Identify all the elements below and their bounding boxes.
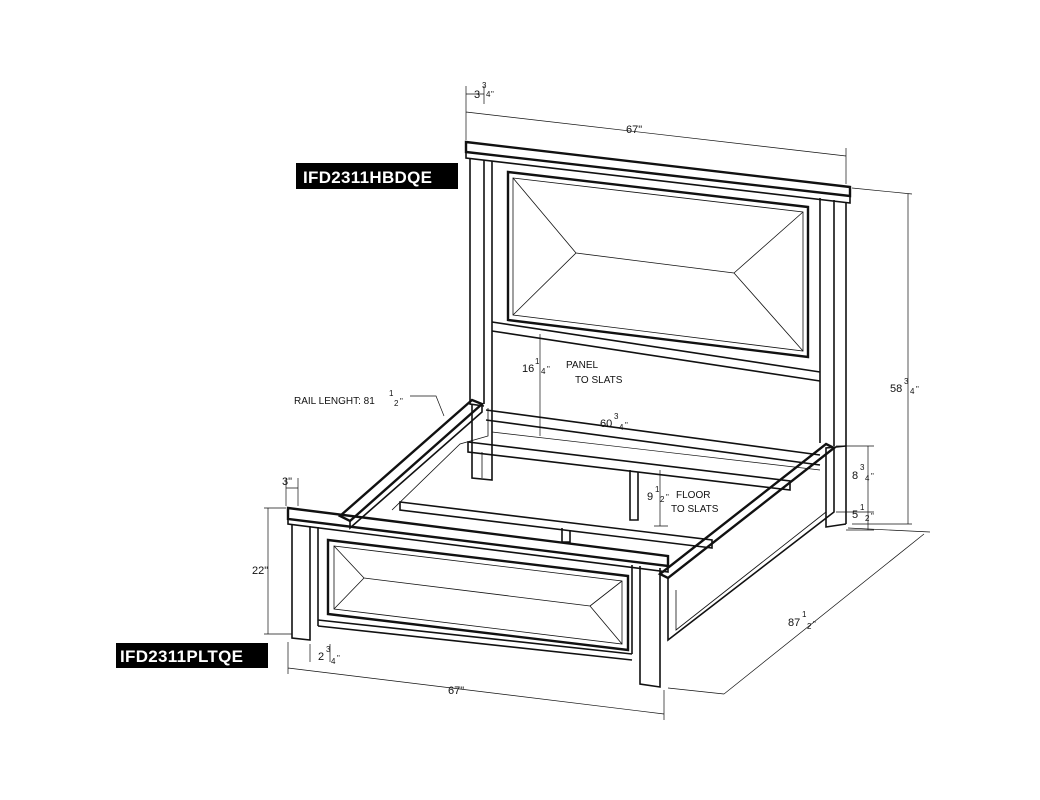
svg-text:3: 3 [614,412,619,421]
svg-text:2: 2 [865,514,870,523]
svg-text:4: 4 [865,474,870,483]
svg-text:": " [916,385,919,394]
svg-text:87: 87 [788,617,800,629]
dim-rail-length: RAIL LENGHT: 81 1 2 " [294,389,403,408]
svg-text:3: 3 [904,377,909,386]
svg-text:1: 1 [655,485,660,494]
svg-text:RAIL LENGHT: 81: RAIL LENGHT: 81 [294,396,375,407]
dim-clearance: 5 1 2 " [852,503,874,523]
headboard-model-tag: IFD2311HBDQE [296,163,458,189]
side-rails [337,398,837,642]
svg-text:TO SLATS: TO SLATS [575,375,623,386]
svg-text:2: 2 [318,651,324,663]
footboard-model-tag: IFD2311PLTQE [116,643,268,668]
svg-text:IFD2311HBDQE: IFD2311HBDQE [303,168,432,187]
svg-text:5: 5 [852,509,858,521]
svg-text:16: 16 [522,363,534,375]
svg-text:2: 2 [807,622,812,631]
svg-text:": " [871,472,874,481]
svg-text:": " [400,397,403,406]
svg-text:": " [547,365,550,374]
svg-text:1: 1 [860,503,865,512]
svg-text:3: 3 [326,645,331,654]
dim-foot-post-w: 2 3 4 " [318,645,340,666]
svg-text:3: 3 [474,89,480,101]
dimension-lines [264,86,931,720]
svg-text:3: 3 [482,81,487,90]
dim-rail-height: 8 3 4 " [852,463,874,483]
svg-text:": " [666,493,669,502]
svg-text:": " [871,512,874,521]
svg-text:4: 4 [486,90,491,99]
dim-inner-width: 60 3 4 " [600,412,628,432]
svg-text:4: 4 [331,657,336,666]
svg-text:": " [813,620,816,629]
svg-text:2: 2 [394,399,399,408]
dim-floor-to-slats: 9 1 2 " FLOOR TO SLATS [647,485,719,515]
dim-panel-to-slats: 16 1 4 " PANEL TO SLATS [522,357,623,386]
dim-head-height: 58 3 4 " [890,377,919,396]
svg-text:1: 1 [802,610,807,619]
svg-text:1: 1 [389,389,394,398]
dim-foot-height: 22" [252,565,268,577]
svg-text:": " [491,90,494,99]
dim-post-top-w: 3 3 4 " [474,81,494,101]
svg-text:TO SLATS: TO SLATS [671,504,719,515]
svg-text:": " [337,654,340,663]
svg-text:9: 9 [647,491,653,503]
svg-text:PANEL: PANEL [566,360,598,371]
svg-text:8: 8 [852,470,858,482]
svg-text:1: 1 [535,357,540,366]
footboard [286,506,670,688]
svg-text:3: 3 [860,463,865,472]
dim-foot-width: 67" [448,685,464,697]
svg-text:2: 2 [660,495,665,504]
svg-text:": " [625,421,628,430]
svg-text:60: 60 [600,418,612,430]
svg-text:58: 58 [890,383,902,395]
svg-text:IFD2311PLTQE: IFD2311PLTQE [120,647,243,666]
svg-text:4: 4 [541,367,546,376]
svg-text:FLOOR: FLOOR [676,490,710,501]
dim-foot-post-top: 3" [282,476,292,488]
svg-text:4: 4 [619,423,624,432]
dim-total-length: 87 1 2 " [788,610,816,631]
headboard [464,140,852,528]
dim-head-width: 67" [626,124,642,136]
svg-text:4: 4 [910,387,915,396]
